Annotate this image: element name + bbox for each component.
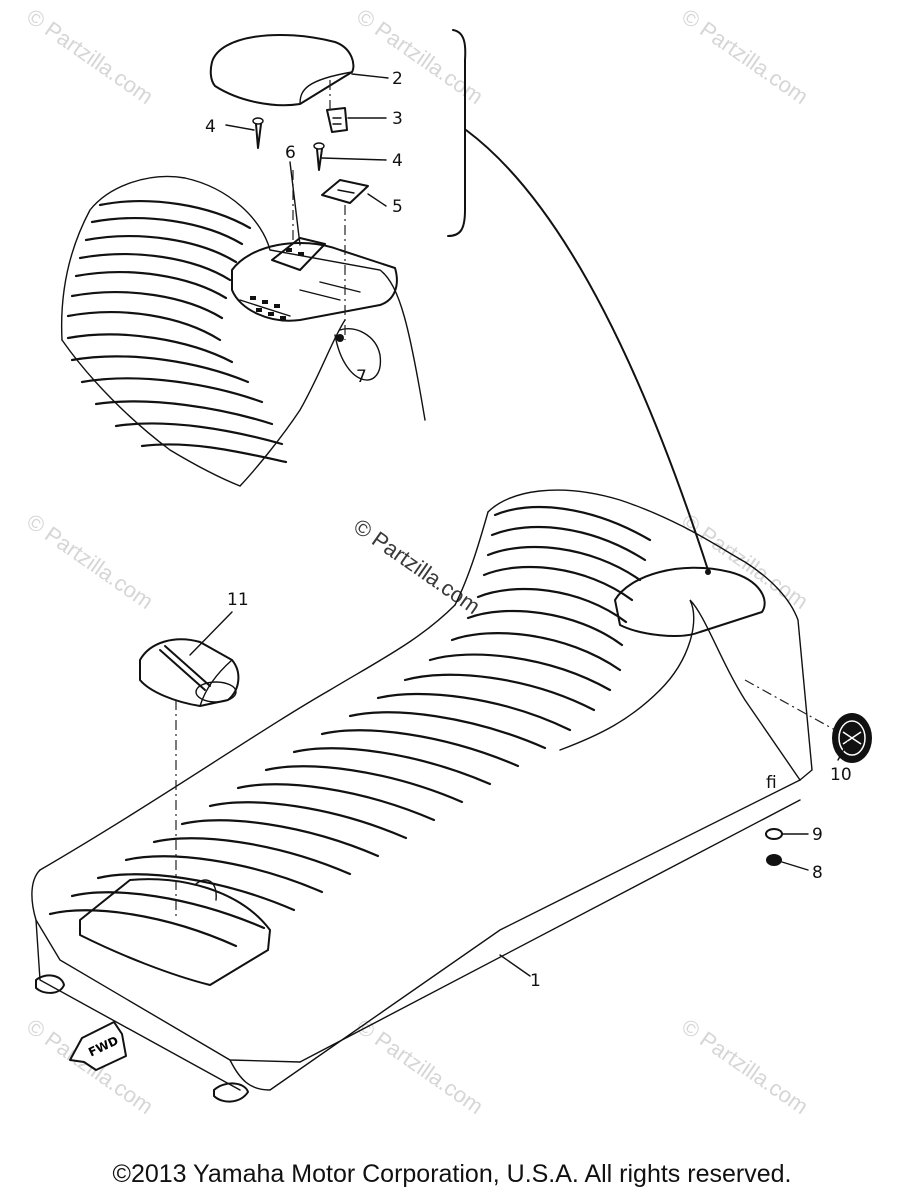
callout-5: 5 — [392, 197, 403, 217]
watermark-layer: © Partzilla.com © Partzilla.com © Partzi… — [22, 4, 813, 1120]
storage-pouch — [139, 638, 240, 707]
callout-4a: 4 — [205, 117, 216, 137]
callout-8: 8 — [812, 863, 823, 883]
watermark-center: © Partzilla.com — [349, 514, 485, 620]
callout-11: 11 — [227, 590, 249, 610]
seat-detail-view — [60, 170, 426, 487]
screw-left — [252, 117, 264, 149]
latch-plate — [321, 179, 369, 204]
nut — [766, 854, 782, 866]
seat-ribs-detail — [66, 200, 288, 464]
seat-ribs-main — [48, 506, 652, 948]
watermark: © Partzilla.com — [677, 4, 813, 110]
watermark: © Partzilla.com — [352, 4, 488, 110]
callout-6: 6 — [285, 143, 296, 163]
callout-7: 7 — [356, 367, 367, 387]
leader-curve — [465, 129, 709, 571]
watermark: © Partzilla.com — [352, 1014, 488, 1120]
svg-text:fi: fi — [766, 773, 777, 793]
main-leaders — [189, 611, 849, 977]
callout-3: 3 — [392, 109, 403, 129]
washer — [765, 828, 783, 840]
callout-4b: 4 — [392, 151, 403, 171]
yamaha-emblem — [832, 713, 872, 763]
callout-1: 1 — [530, 971, 541, 991]
group-brace — [447, 29, 467, 237]
callout-10: 10 — [830, 765, 852, 785]
watermark: © Partzilla.com — [677, 1014, 813, 1120]
fwd-arrow-icon: FWD — [69, 1021, 127, 1071]
callout-9: 9 — [812, 825, 823, 845]
copyright-notice: ©2013 Yamaha Motor Corporation, U.S.A. A… — [112, 1160, 792, 1188]
callout-2: 2 — [392, 69, 403, 89]
main-seat: fi — [31, 489, 813, 1103]
lock-bracket — [326, 107, 348, 133]
detail-leaders — [225, 73, 389, 246]
watermark: © Partzilla.com — [22, 4, 158, 110]
screw-right — [313, 142, 325, 171]
watermark: © Partzilla.com — [22, 509, 158, 615]
callout-labels: 2 3 4 4 5 6 7 11 10 9 8 1 — [205, 69, 852, 991]
armrest-pad — [209, 34, 355, 107]
